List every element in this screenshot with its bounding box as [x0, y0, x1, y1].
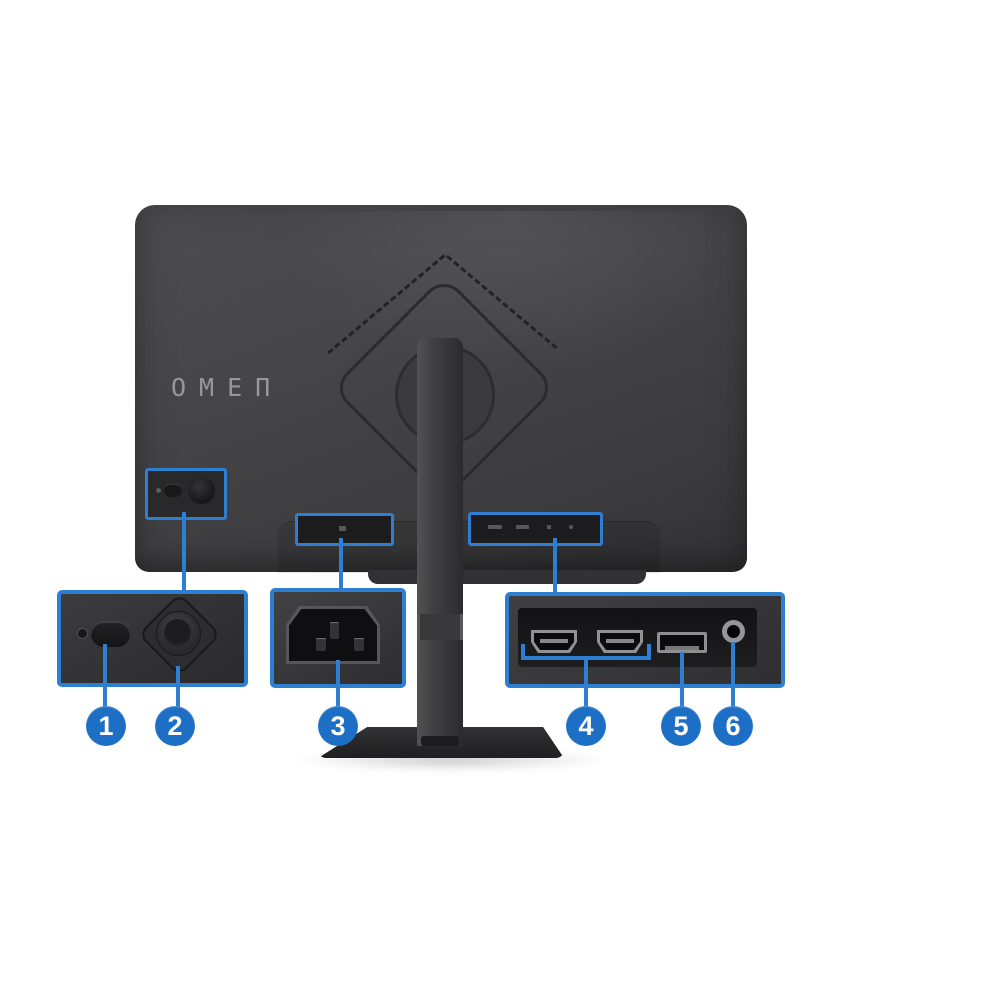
leader-line-4: [584, 658, 588, 708]
power-button-icon: [164, 484, 182, 497]
callout-bubble-5: 5: [661, 706, 701, 746]
callout-bubble-2: 2: [155, 706, 195, 746]
displayport-tongue: [665, 646, 699, 650]
hdmi-port-icon: [488, 525, 502, 529]
highlight-rect-ports: [468, 512, 603, 546]
leader-line-2: [176, 666, 180, 708]
audio-jack-icon: [722, 620, 745, 643]
leader-line-ports: [553, 538, 557, 594]
hdmi-port-1-icon: [531, 630, 577, 653]
power-inlet-icon: [339, 526, 346, 531]
stand-column: [417, 338, 463, 746]
callout-bubble-4: 4: [566, 706, 606, 746]
callout-bubble-3: 3: [318, 706, 358, 746]
callout-bubble-6: 6: [713, 706, 753, 746]
stand-column-foot: [421, 736, 459, 746]
stand-height-clamp: [417, 614, 463, 640]
bracket-left-stub: [521, 644, 525, 658]
joystick-center-icon: [164, 619, 191, 646]
audio-jack-icon: [569, 525, 573, 529]
callout-bubble-1: 1: [86, 706, 126, 746]
displayport-icon: [657, 632, 707, 653]
leader-line-controls: [182, 512, 186, 592]
hdmi-port-icon: [516, 525, 529, 529]
hdmi-port-1-tongue: [540, 639, 568, 643]
callout-box-ports: [505, 592, 785, 688]
leader-line-power: [339, 538, 343, 590]
bracket-right-stub: [647, 644, 651, 658]
ac-pin-earth: [330, 622, 339, 639]
leader-line-1: [103, 644, 107, 708]
power-led-icon: [156, 488, 161, 493]
leader-line-3: [336, 660, 340, 708]
monitor-sheen: [275, 211, 705, 381]
ac-pin-right: [354, 638, 364, 651]
callout-box-controls: [57, 590, 248, 687]
power-led-icon: [77, 628, 88, 639]
highlight-rect-controls: [145, 468, 227, 520]
monitor-back: OMEΠ: [135, 205, 747, 573]
ac-pin-left: [316, 638, 326, 651]
hdmi-port-2-tongue: [606, 639, 634, 643]
osd-joystick-icon: [188, 477, 215, 504]
hdmi-port-2-icon: [597, 630, 643, 653]
leader-line-5: [680, 652, 684, 708]
omen-logo: OMEΠ: [171, 373, 284, 402]
highlight-rect-power-inlet: [295, 513, 394, 546]
monitor-chin: [368, 570, 646, 584]
power-button-icon: [91, 621, 130, 647]
leader-line-6: [731, 642, 735, 708]
displayport-icon: [547, 525, 551, 529]
